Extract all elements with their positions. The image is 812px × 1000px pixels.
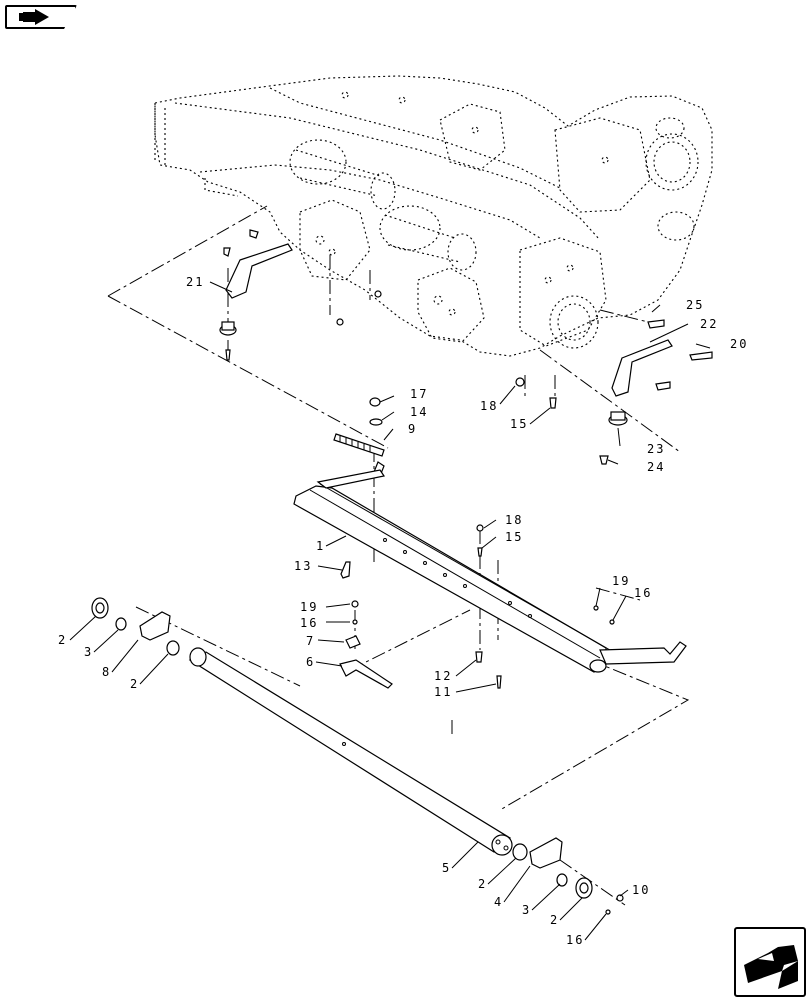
callout-6: 6: [306, 655, 315, 669]
callout-8: 8: [102, 665, 111, 679]
callout-16-left: 16: [300, 616, 318, 630]
next-page-arrow-icon: [744, 945, 798, 989]
callout-13: 13: [294, 559, 312, 573]
callout-12: 12: [434, 669, 452, 683]
callout-4: 4: [494, 895, 503, 909]
callout-7: 7: [306, 634, 315, 648]
channel-bar: [293, 469, 687, 673]
callout-23: 23: [647, 442, 665, 456]
callout-16-bottom: 16: [566, 933, 584, 947]
callout-21: 21: [186, 275, 204, 289]
callout-2-right-b: 2: [550, 913, 559, 927]
back-arrow-icon: [19, 9, 49, 25]
callout-25: 25: [686, 298, 704, 312]
callout-labels: 21 25 22 20 17 14 9 18 15 23 24 18 1 15 …: [58, 275, 748, 947]
machine-frame: [154, 75, 713, 357]
callout-3-left: 3: [84, 645, 93, 659]
next-page-button[interactable]: [734, 927, 806, 997]
callout-2-top-left: 2: [58, 633, 67, 647]
left-end-parts: [91, 597, 180, 656]
back-nav-button[interactable]: [5, 5, 77, 29]
callout-19-right: 19: [612, 574, 630, 588]
callout-20: 20: [730, 337, 748, 351]
callout-9: 9: [408, 422, 417, 436]
callout-18: 18: [480, 399, 498, 413]
right-bracket-assembly: [336, 290, 713, 465]
callout-10: 10: [632, 883, 650, 897]
callout-15: 15: [510, 417, 528, 431]
callout-5: 5: [442, 861, 451, 875]
callout-22: 22: [700, 317, 718, 331]
callout-16-right: 16: [634, 586, 652, 600]
callout-11: 11: [434, 685, 452, 699]
callout-19-left: 19: [300, 600, 318, 614]
right-end-parts: [512, 837, 593, 899]
callout-24: 24: [647, 460, 665, 474]
callout-17: 17: [410, 387, 428, 401]
roller-tube: [188, 647, 513, 856]
callout-15-lower: 15: [505, 530, 523, 544]
spring-rod-assembly: [333, 397, 385, 477]
callout-3-right: 3: [522, 903, 531, 917]
callout-14: 14: [410, 405, 428, 419]
callout-18-lower: 18: [505, 513, 523, 527]
left-bracket-assembly: [219, 229, 293, 361]
callout-2-right-a: 2: [478, 877, 487, 891]
leader-lines: [69, 281, 711, 941]
hardware: [339, 524, 624, 915]
callout-1: 1: [316, 539, 325, 553]
callout-2-left: 2: [130, 677, 139, 691]
